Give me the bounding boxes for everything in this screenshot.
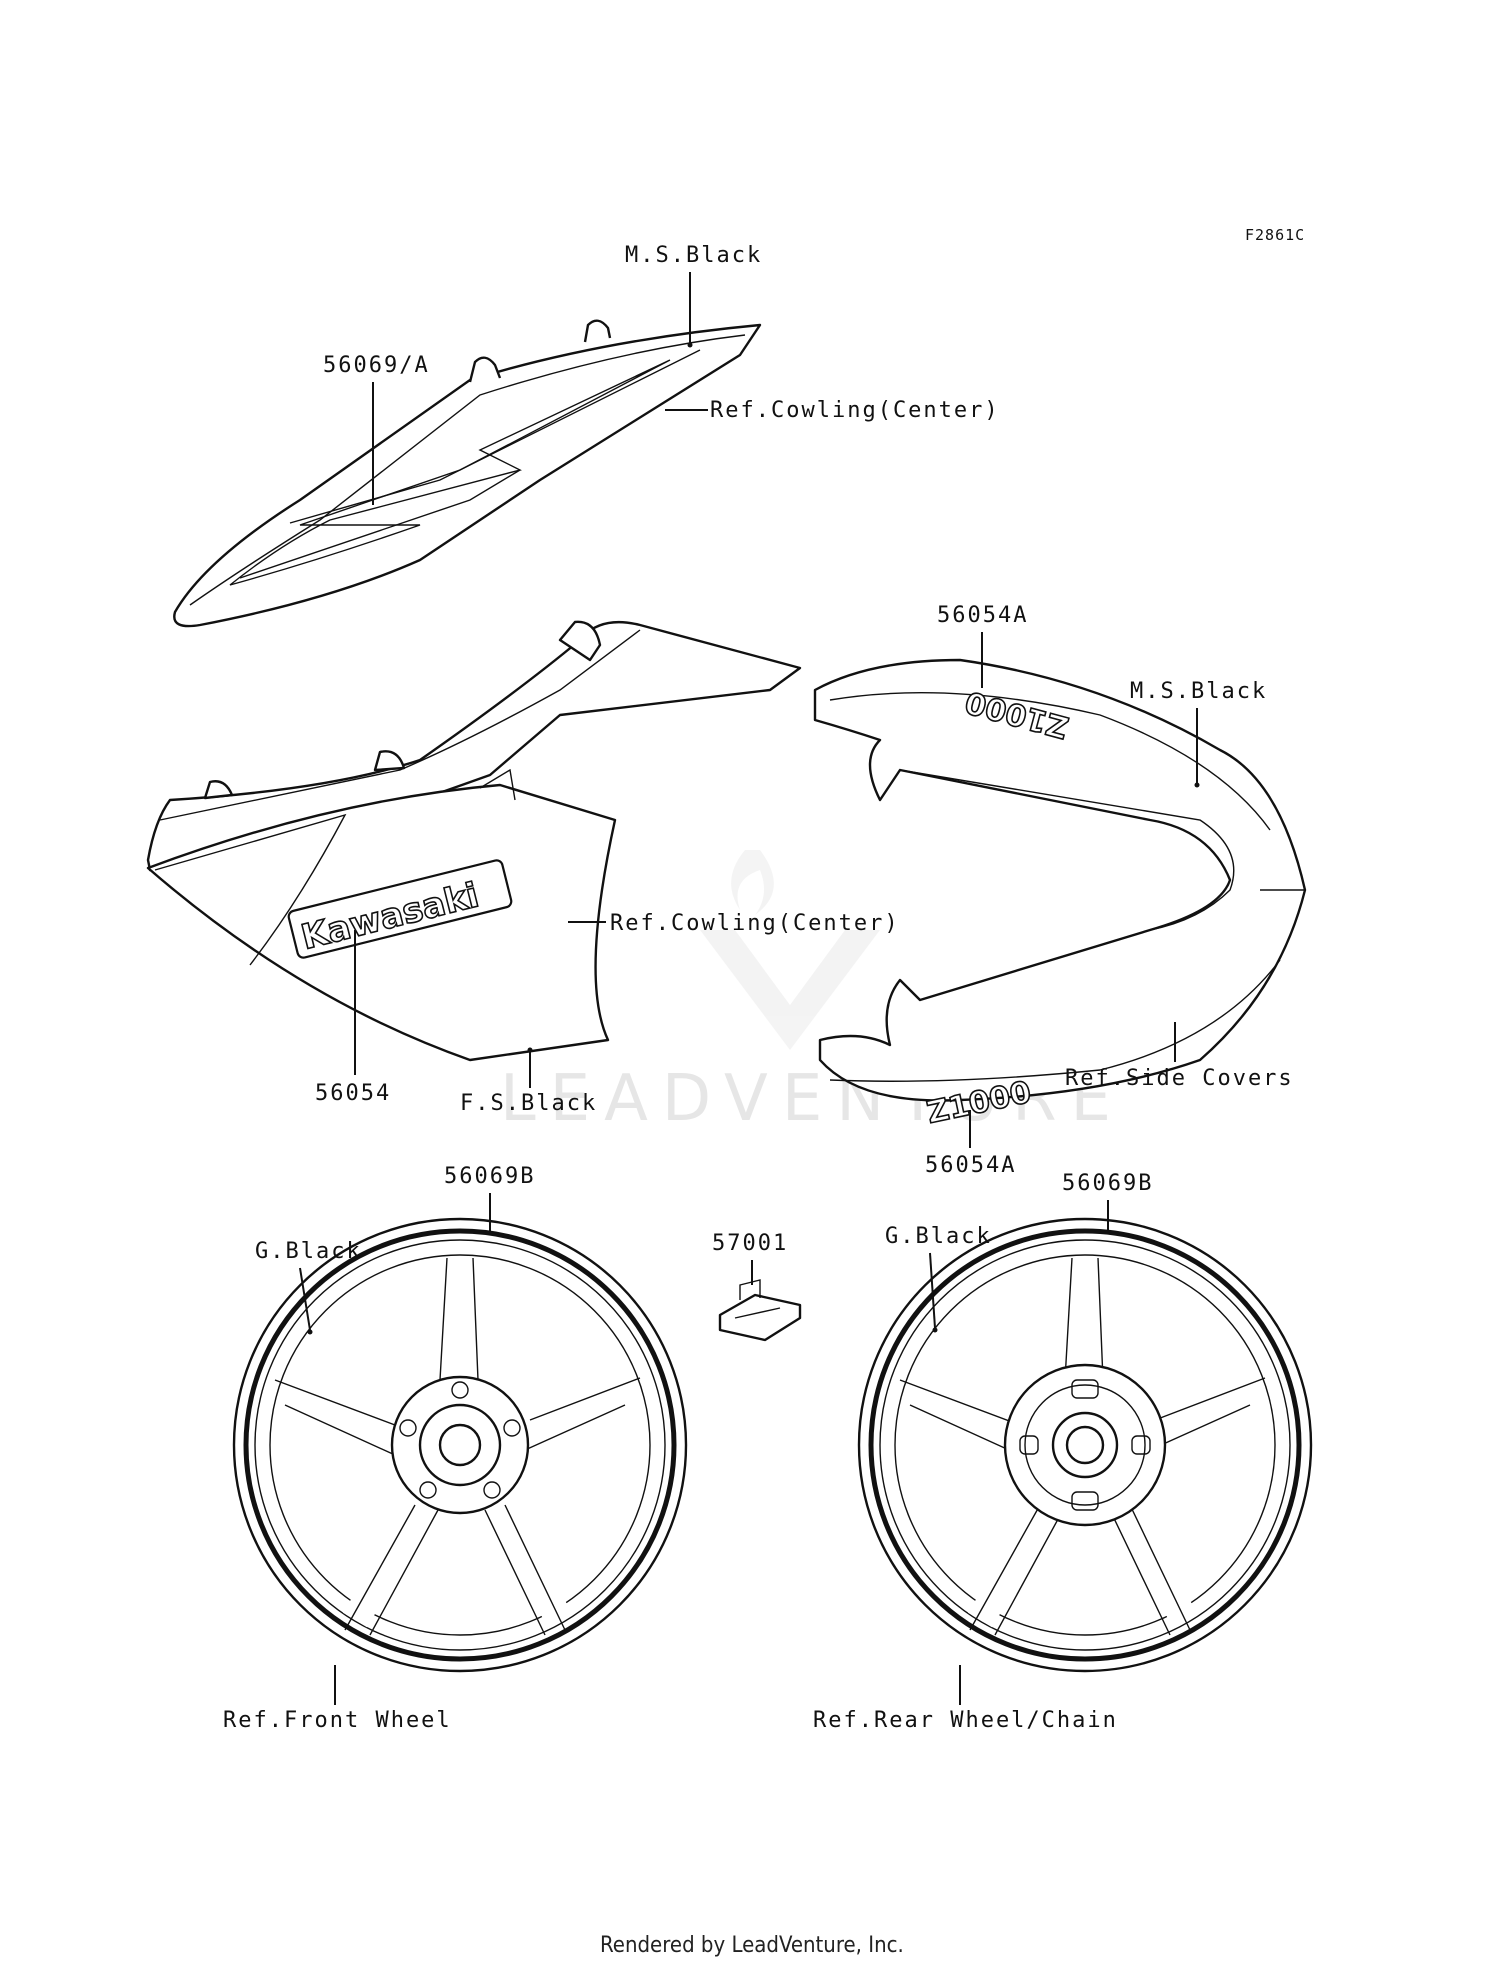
label-56069b-left: 56069B bbox=[444, 1164, 535, 1189]
label-ref-cowling-center-top: Ref.Cowling(Center) bbox=[710, 398, 1000, 423]
upper-cowling-part bbox=[173, 319, 762, 628]
leader-dot bbox=[687, 342, 693, 348]
side-covers-part: Z1000 Z1000 bbox=[813, 658, 1307, 1132]
label-56069b-right: 56069B bbox=[1062, 1171, 1153, 1196]
leader-dot bbox=[527, 1047, 533, 1053]
label-ref-front-wheel: Ref.Front Wheel bbox=[223, 1708, 452, 1733]
label-g-black-left: G.Black bbox=[255, 1239, 362, 1264]
label-56054a-top: 56054A bbox=[937, 603, 1028, 628]
rear-wheel-part bbox=[857, 1217, 1313, 1673]
label-56069a: 56069/A bbox=[323, 353, 430, 378]
label-56054: 56054 bbox=[315, 1081, 391, 1106]
label-ref-rear-wheel: Ref.Rear Wheel/Chain bbox=[813, 1708, 1118, 1733]
center-cowling-part: Kawasaki bbox=[146, 620, 802, 1062]
drawing-code: F2861C bbox=[1245, 226, 1305, 244]
watermark-logo bbox=[700, 850, 880, 1050]
clip-part bbox=[718, 1279, 802, 1342]
kawasaki-decal bbox=[287, 859, 513, 959]
label-g-black-right: G.Black bbox=[885, 1224, 992, 1249]
label-57001: 57001 bbox=[712, 1231, 788, 1256]
leader-g-black-right bbox=[929, 1252, 936, 1329]
label-ref-cowling-center-mid: Ref.Cowling(Center) bbox=[610, 911, 900, 936]
footer-credit: Rendered by LeadVenture, Inc. bbox=[600, 1933, 904, 1958]
label-ms-black-top: M.S.Black bbox=[625, 243, 762, 268]
leader-g-black-left bbox=[299, 1267, 311, 1331]
label-ms-black-right: M.S.Black bbox=[1130, 679, 1267, 704]
label-fs-black: F.S.Black bbox=[460, 1091, 597, 1116]
label-ref-side-covers: Ref.Side Covers bbox=[1065, 1066, 1294, 1091]
leader-dot bbox=[932, 1327, 938, 1333]
label-56054a-bottom: 56054A bbox=[925, 1153, 1016, 1178]
leader-dot bbox=[307, 1329, 313, 1335]
front-wheel-part bbox=[232, 1217, 688, 1673]
leader-dot bbox=[1194, 782, 1200, 788]
